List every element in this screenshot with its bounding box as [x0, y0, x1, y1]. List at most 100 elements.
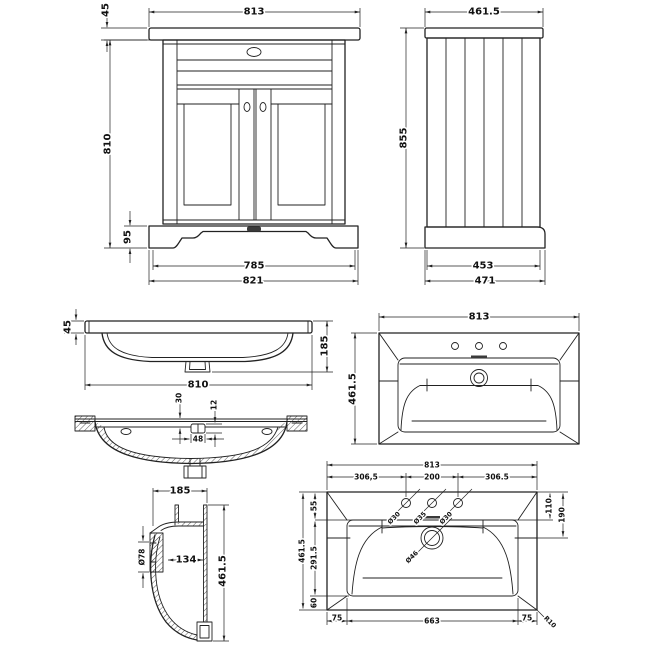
dim-rim-back: 60 — [310, 598, 319, 608]
dim-overflow-width: 48 — [193, 435, 203, 444]
tap-hole — [451, 342, 459, 350]
dim-tap-hole-left: Ø30 — [386, 510, 402, 526]
waste-hole-inner — [473, 372, 485, 384]
dim-fixing-dia: Ø78 — [138, 549, 147, 566]
tap-hole — [453, 498, 463, 508]
countertop-side — [424, 27, 544, 39]
dim-corner-radius: R10 — [542, 614, 558, 630]
waste-hole-inner — [424, 530, 440, 546]
dim-total-width: 821 — [243, 276, 264, 287]
section-foot — [196, 621, 213, 642]
dim-margin-right: 75 — [522, 614, 532, 623]
dim-margin-left: 75 — [332, 614, 342, 623]
detail-bevels — [326, 491, 538, 611]
tap-hole — [427, 498, 437, 508]
door-stiles — [238, 88, 272, 221]
basin-waste-outlet — [184, 361, 211, 373]
detail-outline — [326, 491, 538, 611]
dim-plan-width: 813 — [469, 312, 490, 323]
dim-body-height: 810 — [103, 134, 114, 155]
basin-plan-view: 813 461.5 — [346, 310, 580, 445]
basin-rear-dimensions: 30 12 48 — [172, 391, 224, 447]
tap-hole — [499, 342, 507, 350]
section-rim-walls — [174, 504, 208, 526]
bowl-contours — [351, 519, 514, 595]
side-body — [426, 37, 541, 228]
basin-front-dimensions: 45 185 810 — [61, 309, 333, 392]
tap-hole — [401, 498, 411, 508]
detail-bowl-rim — [346, 519, 519, 597]
cabinet-frame-lines — [162, 39, 346, 225]
waste-hole-outer — [470, 369, 488, 387]
dim-tap-hole-offset: 110 — [545, 498, 554, 514]
dim-tap-pitch-right: 306.5 — [485, 473, 509, 482]
basin-rear-view: 30 12 48 — [74, 391, 308, 479]
dim-bowl-depth: 291.5 — [310, 546, 319, 570]
basin-section-view: 185 Ø78 134 461.5 — [136, 484, 230, 642]
dim-rim-front: 55 — [310, 501, 319, 511]
basin-front-view: 45 185 810 — [61, 309, 333, 392]
rear-outer-curve — [94, 420, 288, 465]
dim-tap-pitch-left: 306,5 — [354, 473, 378, 482]
dim-total-depth: 471 — [475, 276, 496, 287]
bowl-contours — [400, 378, 558, 431]
basin-bowl-inner — [106, 332, 289, 358]
fixing-hole — [261, 428, 273, 435]
dim-plan-depth: 461.5 — [348, 373, 359, 405]
dim-overflow-height: 12 — [210, 400, 219, 410]
basin-plan-outline — [378, 332, 580, 445]
dim-basin-height: 185 — [320, 336, 331, 357]
basin-section-dimensions: 185 Ø78 134 461.5 — [136, 484, 230, 642]
dim-section-depth: 461.5 — [218, 555, 229, 587]
vanity-front-dimensions: 813 45 810 95 785 821 — [99, 2, 361, 288]
vanity-front-view: 813 45 810 95 785 821 — [99, 2, 361, 288]
cabinet-body — [162, 39, 346, 225]
right-door-handle — [259, 102, 267, 112]
dim-detail-width: 813 — [424, 461, 440, 470]
dim-overflow-offset: 30 — [175, 393, 184, 403]
left-door-handle — [243, 102, 251, 112]
tap-hole — [475, 342, 483, 350]
waste-spigot — [183, 465, 207, 479]
dim-bowl-width: 663 — [424, 617, 440, 626]
dim-counter-height: 45 — [101, 3, 112, 17]
dim-top-width: 813 — [244, 7, 265, 18]
dim-bowl-inner: 134 — [176, 555, 197, 566]
side-planks — [445, 37, 523, 228]
dim-section-height: 185 — [170, 486, 191, 497]
dim-plinth-height: 95 — [123, 230, 134, 244]
dim-total-height: 855 — [399, 128, 410, 149]
dim-waste-offset: 190 — [558, 507, 567, 523]
left-door-panel — [183, 103, 232, 206]
side-plinth — [424, 226, 546, 249]
overflow-slot — [471, 355, 487, 358]
dim-inner-width: 785 — [244, 261, 265, 272]
basin-detail-dimensions: 813 306,5 200 306.5 55 291.5 60 461.5 11… — [296, 459, 568, 632]
plinth-catch — [247, 226, 261, 232]
dim-tap-pitch-center: 200 — [424, 473, 440, 482]
basin-bowl-outer — [101, 332, 294, 363]
overflow-slot — [424, 516, 440, 519]
drawer-handle — [246, 47, 262, 57]
fixing-hole — [120, 428, 132, 435]
basin-plan-dimensions: 813 461.5 — [346, 310, 580, 445]
basin-rim — [84, 320, 313, 334]
section-bowl-outer — [150, 534, 198, 641]
vanity-side-view: 461.5 855 453 471 — [397, 5, 546, 288]
vanity-side-dimensions: 461.5 855 453 471 — [397, 5, 546, 288]
dim-detail-depth: 461.5 — [298, 539, 307, 563]
dim-waste-dia: Ø46 — [404, 549, 420, 565]
section-bowl-inner — [155, 536, 198, 636]
dim-rim-height: 45 — [63, 320, 74, 334]
rim-bevel-lines — [378, 332, 580, 445]
section-ledge — [149, 521, 204, 534]
countertop — [148, 27, 361, 41]
right-door-panel — [277, 103, 326, 206]
dim-top-depth: 461.5 — [468, 7, 500, 18]
waste-hole-outer — [420, 526, 444, 550]
basin-plan-detail-view: 813 306,5 200 306.5 55 291.5 60 461.5 11… — [296, 459, 568, 632]
plinth — [148, 225, 359, 249]
left-fixing-bracket — [74, 415, 96, 432]
